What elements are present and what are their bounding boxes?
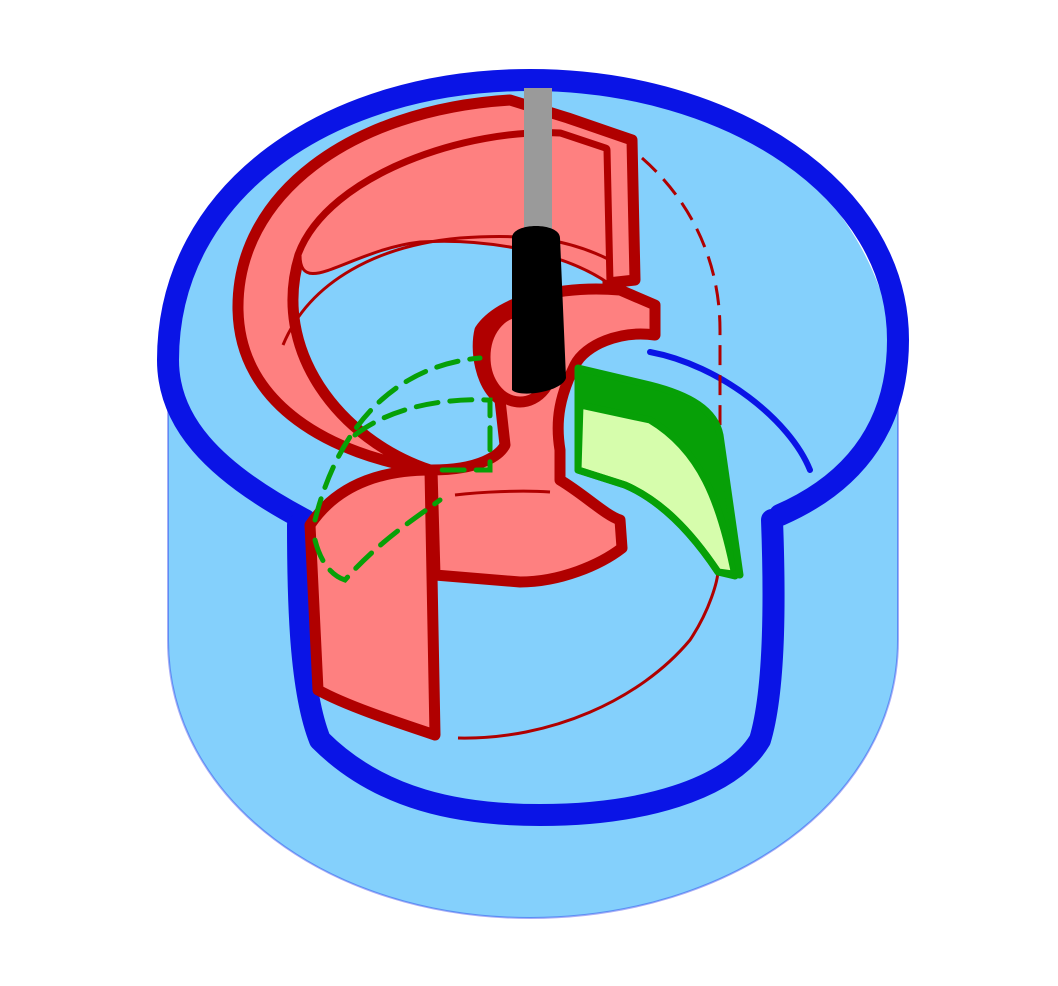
blade-dashed-lower — [312, 497, 443, 583]
cylinder-rim-right — [647, 349, 813, 473]
drive-shaft — [512, 88, 566, 394]
blade-outline — [574, 364, 744, 579]
rotor-inner-curve — [281, 234, 611, 346]
rotor-front-arc — [457, 569, 720, 740]
cylinder-bottom-edge — [167, 639, 899, 920]
rotor-front-wall — [304, 464, 441, 741]
rotor-right-dashed — [641, 156, 722, 430]
green-blade-segment — [312, 355, 744, 583]
blade-dashed-inner — [352, 397, 493, 473]
shaft-upper — [524, 88, 552, 248]
rotor-back-wall — [232, 94, 641, 476]
cylinder-inner-rim — [287, 509, 785, 826]
blade-top-face — [578, 368, 740, 576]
blade-dashed-outer — [312, 355, 483, 523]
shaft-lower — [512, 226, 566, 394]
cylinder-rim-left — [157, 69, 909, 531]
rotor-floor-curve — [454, 489, 551, 497]
